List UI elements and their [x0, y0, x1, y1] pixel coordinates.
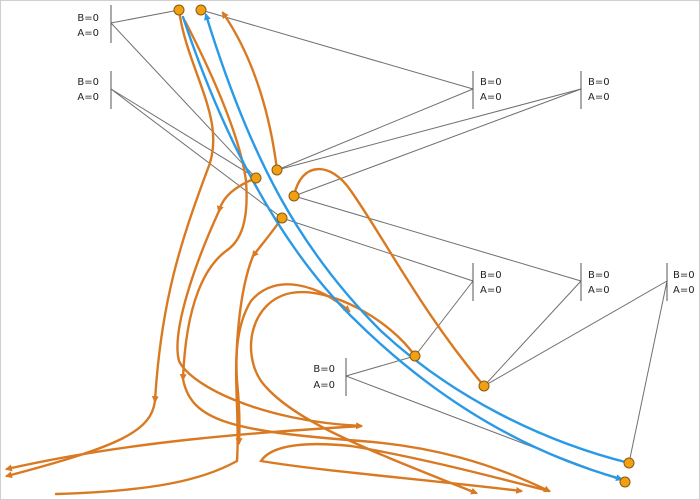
- node-point[interactable]: [276, 212, 288, 224]
- node-point[interactable]: [478, 380, 490, 392]
- connector-line: [110, 88, 257, 179]
- label-line-b: B=0: [588, 77, 610, 88]
- connector-line: [281, 217, 474, 282]
- connector-line: [276, 88, 474, 171]
- orange-curve: [181, 377, 551, 493]
- node-point[interactable]: [250, 172, 262, 184]
- label-line-a: A=0: [480, 285, 502, 296]
- connector-line: [110, 22, 257, 179]
- label-line-a: A=0: [480, 92, 502, 103]
- label-line-a: A=0: [588, 285, 610, 296]
- connector-line: [628, 280, 668, 464]
- label-line-a: A=0: [313, 380, 335, 391]
- orange-curve: [179, 19, 248, 382]
- label-line-a: A=0: [588, 92, 610, 103]
- connector-line: [345, 355, 416, 377]
- orange-curve: [151, 8, 215, 404]
- orange-curve: [292, 167, 486, 388]
- label-line-b: B=0: [673, 270, 695, 281]
- label-line-b: B=0: [313, 364, 335, 375]
- orange-curve: [249, 290, 478, 495]
- connector-line: [483, 280, 582, 387]
- orange-curve: [221, 11, 279, 172]
- label-block: B=0 A=0: [313, 358, 347, 396]
- connector-line: [293, 88, 582, 197]
- connector-line: [483, 280, 668, 387]
- label-block: B=0 A=0: [77, 5, 112, 43]
- label-line-b: B=0: [480, 77, 502, 88]
- connector-lines: [110, 9, 668, 483]
- label-line-a: A=0: [77, 92, 99, 103]
- node-point[interactable]: [409, 350, 421, 362]
- orange-curve: [54, 283, 351, 496]
- orange-curve: [258, 443, 551, 494]
- connector-line: [110, 88, 283, 219]
- node-points: [173, 4, 635, 488]
- label-block: B=0 A=0: [472, 71, 502, 109]
- node-point[interactable]: [288, 190, 300, 202]
- orange-curve: [176, 209, 364, 430]
- connector-line: [293, 195, 582, 282]
- connector-line: [276, 88, 582, 171]
- node-point[interactable]: [271, 164, 283, 176]
- label-line-a: A=0: [77, 28, 99, 39]
- label-block: B=0 A=0: [580, 71, 610, 109]
- label-line-b: B=0: [77, 77, 99, 88]
- label-block: B=0 A=0: [666, 263, 695, 301]
- node-point[interactable]: [623, 457, 635, 469]
- node-point[interactable]: [195, 4, 207, 16]
- label-line-b: B=0: [480, 270, 502, 281]
- label-block: B=0 A=0: [77, 71, 112, 109]
- node-point[interactable]: [173, 4, 185, 16]
- label-line-b: B=0: [77, 13, 99, 24]
- blue-flow-curves: [181, 12, 631, 482]
- label-line-b: B=0: [588, 270, 610, 281]
- blue-curve: [181, 15, 624, 482]
- orange-curve: [4, 399, 157, 479]
- blue-curve: [204, 12, 631, 465]
- label-block: B=0 A=0: [472, 263, 502, 301]
- orange-curve: [4, 424, 363, 472]
- label-block: B=0 A=0: [580, 263, 610, 301]
- connector-line: [110, 9, 180, 24]
- node-labels: B=0 A=0 B=0 A=0 B=0 A=0 B=0 A=0 B=0 A=0: [77, 5, 695, 396]
- connector-line: [200, 9, 474, 90]
- label-line-a: A=0: [673, 285, 695, 296]
- connector-line: [414, 280, 474, 357]
- node-point[interactable]: [619, 476, 631, 488]
